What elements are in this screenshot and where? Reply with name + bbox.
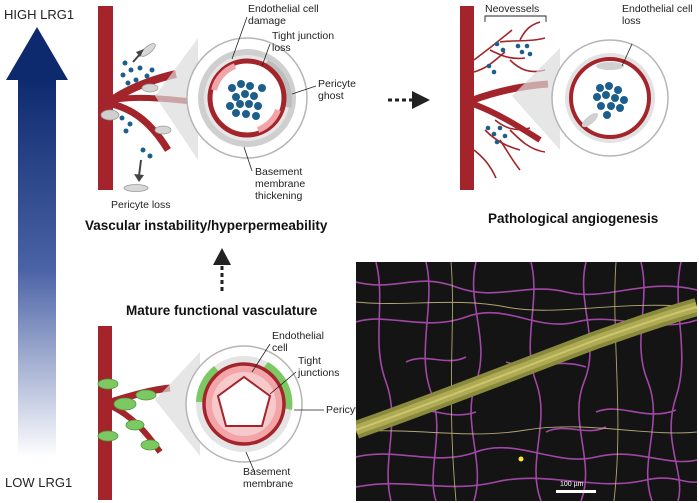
low-lrg1-label: LOW LRG1 [5, 475, 73, 490]
pericyte-ghost-label: Pericyte ghost [318, 78, 356, 102]
high-lrg1-label: HIGH LRG1 [4, 7, 75, 22]
neovessels-label: Neovessels [485, 3, 540, 15]
bm-thickening-label: Basement membrane thickening [255, 166, 306, 202]
angiogenesis-title: Pathological angiogenesis [488, 211, 659, 226]
basement-membrane-label: Basement membrane [243, 466, 294, 490]
ec-loss-label: Endothelial cell loss [622, 3, 693, 27]
pericyte-label: Pericyte [326, 404, 364, 416]
micrograph-vessel-network [356, 262, 697, 501]
main-vessel [98, 6, 113, 190]
retina-micrograph: 100 µm [356, 262, 697, 501]
instability-title: Vascular instability/hyperpermeability [85, 218, 328, 233]
scale-bar-label: 100 µm [560, 481, 584, 488]
tight-junctions-label: Tight junctions [298, 355, 340, 379]
tj-loss-label: Tight junction loss [272, 30, 335, 54]
mature-title: Mature functional vasculature [126, 303, 318, 318]
endothelial-cell-label: Endothelial cell [272, 330, 324, 354]
pericyte-loss-label: Pericyte loss [111, 199, 171, 211]
ec-damage-label: Endothelial cell damage [248, 3, 319, 27]
